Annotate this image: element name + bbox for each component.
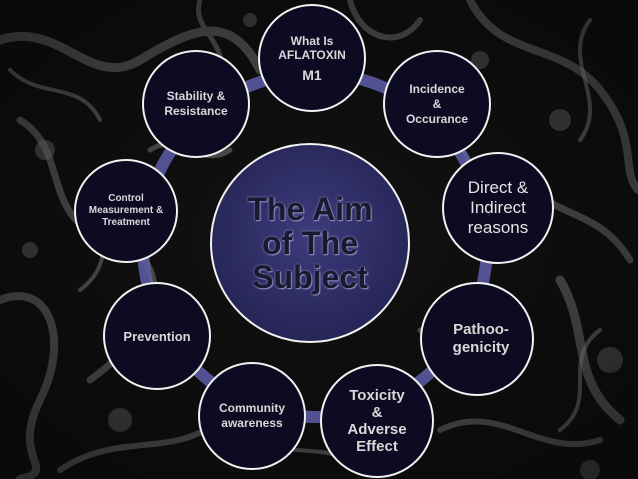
node-line: Measurement &: [88, 205, 164, 216]
node-line: Treatment: [102, 217, 150, 228]
center-line-2: of The: [262, 225, 358, 261]
node-what-is-aflatoxin: What Is AFLATOXIN M1: [258, 4, 366, 112]
node-line: AFLATOXIN: [278, 48, 346, 62]
node-line: Toxicity: [349, 387, 405, 404]
node-community: Community awareness: [198, 362, 306, 470]
node-line: Direct &: [467, 178, 529, 197]
node-line: &: [432, 96, 442, 111]
node-control: Control Measurement & Treatment: [74, 159, 178, 263]
node-line: Stability &: [166, 89, 226, 103]
node-line: Effect: [356, 438, 398, 455]
node-line: Control: [108, 193, 144, 204]
node-line: Incidence: [409, 81, 465, 96]
node-line: What Is: [290, 34, 334, 48]
node-line: genicity: [452, 339, 510, 356]
center-line-3: Subject: [252, 259, 368, 295]
node-line: Prevention: [123, 328, 191, 344]
node-direct-indirect: Direct & Indirect reasons: [442, 152, 554, 264]
node-line: &: [371, 404, 383, 421]
node-incidence: Incidence & Occurance: [383, 50, 491, 158]
node-line: M1: [302, 67, 322, 83]
node-line: Pathoo-: [453, 321, 509, 338]
node-toxicity: Toxicity & Adverse Effect: [320, 364, 434, 478]
node-line: Resistance: [164, 104, 228, 118]
node-line: Adverse: [347, 421, 407, 438]
node-line: Occurance: [405, 111, 469, 126]
node-line: reasons: [467, 218, 529, 237]
central-circle: The Aim of The Subject: [210, 143, 410, 343]
node-line: Community: [219, 401, 285, 415]
node-line: awareness: [221, 416, 283, 430]
node-pathoogenicity: Pathoo- genicity: [420, 282, 534, 396]
node-line: Indirect: [470, 198, 526, 217]
center-line-1: The Aim: [247, 191, 373, 227]
node-prevention: Prevention: [103, 282, 211, 390]
node-stability: Stability & Resistance: [142, 50, 250, 158]
